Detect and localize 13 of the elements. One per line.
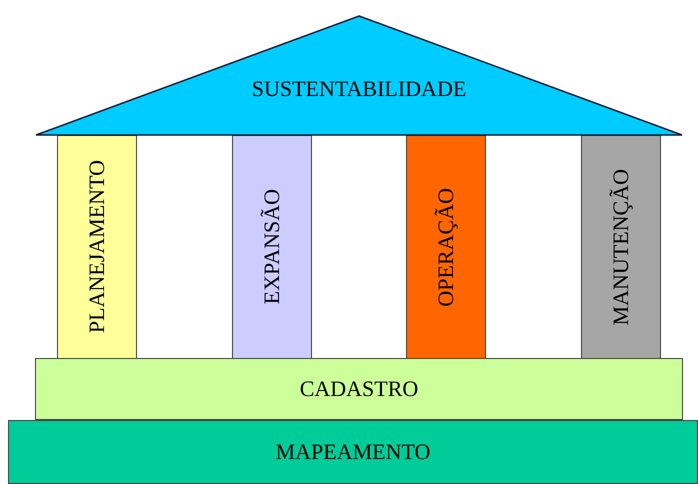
- roof-label: SUSTENTABILIDADE: [252, 76, 466, 102]
- pillar: [406, 135, 486, 359]
- pillar-label: MANUTENÇÃO: [608, 168, 634, 326]
- pillar-label: EXPANSÃO: [259, 189, 285, 305]
- pillar: [232, 135, 312, 359]
- pillar-label: PLANEJAMENTO: [84, 160, 110, 334]
- base-label: CADASTRO: [300, 376, 418, 402]
- pillar-label: OPERAÇÃO: [433, 188, 459, 306]
- foundation-step: [8, 420, 698, 484]
- pillar: [581, 135, 661, 359]
- base-step: [35, 358, 683, 420]
- foundation-label: MAPEAMENTO: [276, 439, 430, 465]
- pillar: [57, 135, 137, 359]
